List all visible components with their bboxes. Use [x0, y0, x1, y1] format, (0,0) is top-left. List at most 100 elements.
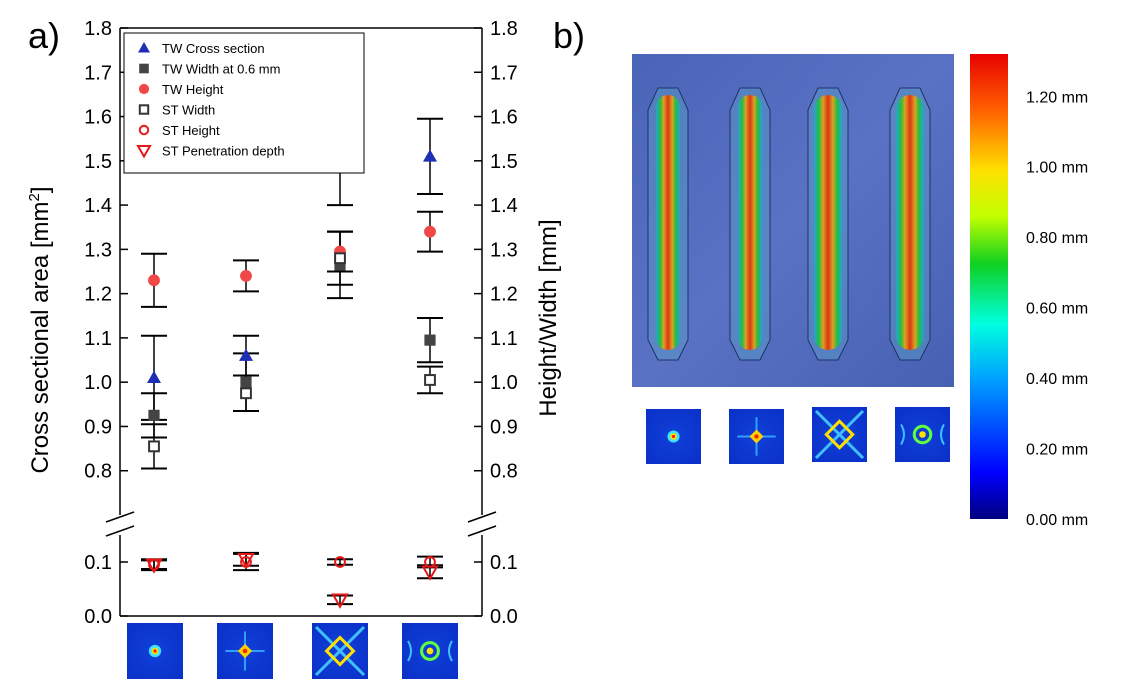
topography-image [632, 54, 954, 387]
data-point [240, 387, 252, 400]
y-tick-label-right: 1.8 [490, 18, 518, 40]
error-bar [327, 594, 353, 606]
legend-label: TW Cross section [162, 41, 265, 56]
y-axis-right-label: Height/Width [mm] [535, 219, 562, 416]
series-4 [141, 552, 443, 572]
data-point [240, 376, 252, 388]
data-point [424, 225, 436, 238]
y-axis-left-label-exp: 2 [26, 193, 43, 201]
y-tick-label-left: 1.1 [84, 328, 112, 350]
track-1 [647, 87, 689, 361]
data-point [334, 252, 346, 265]
data-point [145, 558, 163, 574]
data-point [421, 565, 439, 581]
plot-frame [105, 27, 497, 617]
series-3 [141, 230, 443, 470]
legend-label: TW Height [162, 82, 224, 97]
series-markers-4 [148, 556, 436, 571]
data-point [148, 409, 160, 421]
beam-profile-thumbnails-a [127, 623, 458, 679]
y-tick-label-left: 1.0 [84, 372, 112, 394]
colorbar-tick-label: 0.00 mm [1026, 512, 1088, 529]
legend-marker [138, 104, 150, 115]
colorbar-tick-label: 0.60 mm [1026, 301, 1088, 318]
data-point [147, 370, 161, 384]
y-tick-label-right: 0.0 [490, 606, 518, 628]
data-point [423, 149, 437, 162]
y-tick-label-right: 1.4 [490, 195, 518, 217]
y-tick-label-right: 1.2 [490, 284, 518, 306]
legend-label: ST Height [162, 123, 220, 138]
colorbar-tick-label: 0.40 mm [1026, 371, 1088, 388]
colorbar-tick-label: 0.80 mm [1026, 230, 1088, 247]
y-axis-right: 0.8 0.9 1.0 1.1 1.2 1.3 1.4 1.5 1.6 1.7 1.8 0.0 0.1 [474, 18, 518, 628]
y-axis-left-label-unit: mm [27, 201, 54, 241]
data-point [239, 348, 253, 361]
y-tick-label-right: 1.0 [490, 372, 518, 394]
data-point [424, 374, 436, 386]
data-point [424, 334, 436, 346]
y-tick-label-right: 0.8 [490, 461, 518, 483]
beam-profile-thumb [217, 623, 273, 679]
y-tick-label-right: 0.1 [490, 552, 518, 574]
data-point [148, 274, 160, 287]
track-2 [729, 87, 771, 361]
beam-profile-thumb [812, 407, 867, 462]
data-point [331, 593, 349, 609]
error-bar [327, 558, 353, 566]
y-tick-label-left: 1.2 [84, 284, 112, 306]
legend-label: ST Width [162, 103, 215, 118]
y-tick-label-right: 1.5 [490, 151, 518, 173]
colorbar-tick-label: 1.20 mm [1026, 89, 1088, 106]
beam-profile-thumb [895, 407, 950, 462]
legend-marker [138, 42, 150, 53]
y-tick-label-right: 1.1 [490, 328, 518, 350]
legend-marker [139, 63, 149, 74]
series-markers-1 [148, 259, 436, 421]
legend-marker [136, 145, 152, 159]
y-tick-label-right: 1.7 [490, 62, 518, 84]
data-point [237, 553, 255, 569]
series-markers-2 [148, 225, 436, 287]
y-tick-label-left: 0.9 [84, 416, 112, 438]
y-axis-left: 0.80.91.01.11.21.31.41.51.61.71.80.00.1 [84, 18, 128, 628]
panel-b-label: b) [553, 15, 585, 56]
y-tick-label-left: 1.6 [84, 107, 112, 129]
y-tick-label-left: 0.8 [84, 461, 112, 483]
legend-label: ST Penetration depth [162, 144, 285, 159]
track-4 [889, 87, 931, 361]
data-point [148, 440, 160, 453]
y-axis-left-label: Cross sectional area [mm2] [26, 186, 54, 473]
y-tick-label-left: 1.5 [84, 151, 112, 173]
data-point [240, 269, 252, 282]
y-tick-label-left: 1.7 [84, 62, 112, 84]
colorbar-tick-label: 1.00 mm [1026, 160, 1088, 177]
y-axis-left-label-text: Cross sectional area [27, 254, 54, 473]
legend-marker [138, 124, 150, 136]
series-2 [141, 210, 443, 308]
y-tick-label-right: 1.6 [490, 107, 518, 129]
beam-profile-thumb [646, 409, 701, 464]
colorbar-tick-label: 0.20 mm [1026, 442, 1088, 459]
y-tick-label-right: 1.3 [490, 239, 518, 261]
error-bar [141, 559, 167, 571]
colorbar: 1.20 mm 1.00 mm 0.80 mm 0.60 mm 0.40 mm 0.20 … [970, 54, 1088, 529]
data-point [334, 259, 346, 271]
y-tick-label-left: 0.1 [84, 552, 112, 574]
legend-marker [138, 83, 150, 95]
y-tick-label-left: 1.8 [84, 18, 112, 40]
series-5 [141, 551, 443, 606]
data-point [334, 556, 346, 568]
y-tick-label-left: 0.0 [84, 606, 112, 628]
beam-profile-thumb [127, 623, 183, 679]
axis-break-right [467, 511, 497, 523]
y-tick-label-right: 0.9 [490, 416, 518, 438]
axis-break-left [105, 511, 135, 523]
beam-profile-thumb [312, 623, 368, 679]
beam-profile-thumbnails-b [646, 407, 950, 464]
track-3 [807, 87, 849, 361]
y-tick-label-left: 1.3 [84, 239, 112, 261]
series-1 [141, 230, 443, 439]
